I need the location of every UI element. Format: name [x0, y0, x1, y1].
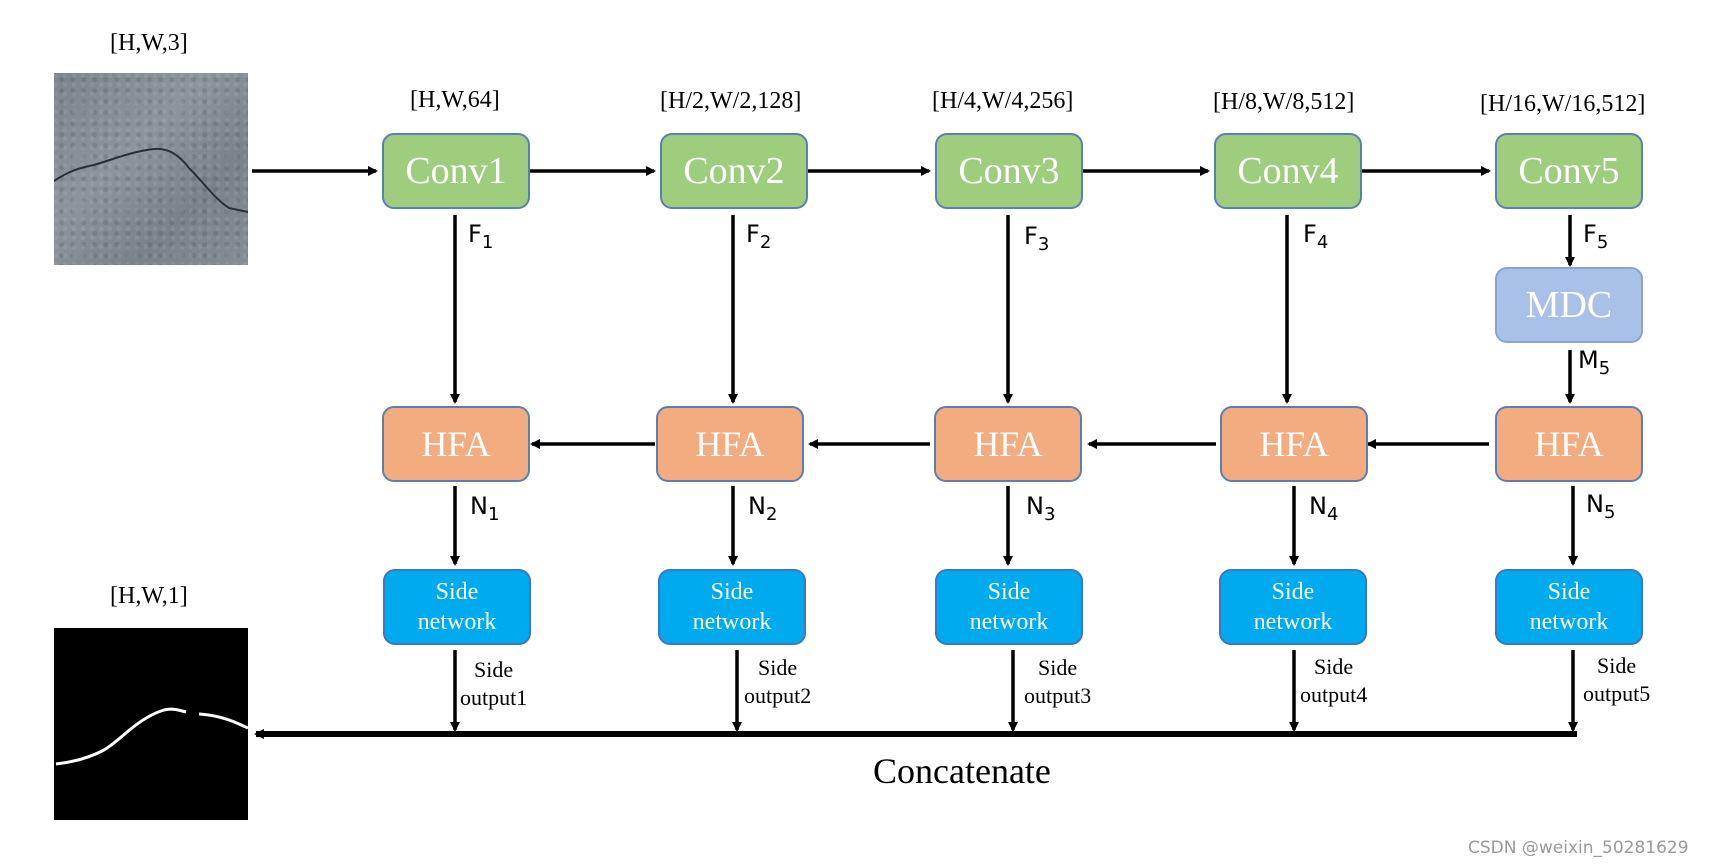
- side-network-1: Side network: [383, 569, 531, 645]
- conv3-block: Conv3: [935, 133, 1083, 209]
- conv5-dims: [H/16,W/16,512]: [1480, 91, 1646, 117]
- n4-label: N4: [1309, 492, 1339, 525]
- f2-label: F2: [746, 220, 772, 253]
- concatenate-label: Concatenate: [873, 751, 1051, 791]
- watermark: CSDN @weixin_50281629: [1468, 838, 1689, 858]
- conv5-block: Conv5: [1495, 133, 1643, 209]
- n2-label: N2: [748, 492, 778, 525]
- output-crack-mask-image: [54, 628, 248, 820]
- input-dims: [H,W,3]: [110, 30, 188, 56]
- side-network-2: Side network: [658, 569, 806, 645]
- hfa2-block: HFA: [656, 406, 804, 482]
- hfa4-block: HFA: [1220, 406, 1368, 482]
- conv2-block: Conv2: [660, 133, 808, 209]
- conv2-dims: [H/2,W/2,128]: [660, 88, 802, 114]
- f5-label: F5: [1583, 220, 1609, 253]
- conv1-block: Conv1: [382, 133, 530, 209]
- hfa3-block: HFA: [934, 406, 1082, 482]
- side-network-1-line2: network: [417, 609, 497, 635]
- side-network-2-line2: network: [692, 609, 772, 635]
- f1-label: F1: [468, 220, 494, 253]
- output-dims: [H,W,1]: [110, 583, 188, 609]
- side-network-2-line1: Side: [710, 579, 754, 605]
- conv1-dims: [H,W,64]: [410, 87, 500, 113]
- hfa5-block: HFA: [1495, 406, 1643, 482]
- crack-line-icon: [54, 147, 248, 213]
- conv4-dims: [H/8,W/8,512]: [1213, 89, 1355, 115]
- f3-label: F3: [1024, 222, 1050, 255]
- mdc-block: MDC: [1495, 267, 1643, 343]
- input-crack-image: [54, 73, 248, 265]
- side-network-5-line1: Side: [1547, 579, 1591, 605]
- side-network-4: Side network: [1219, 569, 1367, 645]
- side-network-5-line2: network: [1529, 609, 1609, 635]
- side-network-3: Side network: [935, 569, 1083, 645]
- side-network-5: Side network: [1495, 569, 1643, 645]
- m5-label: M5: [1578, 346, 1611, 379]
- n3-label: N3: [1026, 492, 1056, 525]
- side-network-3-line2: network: [969, 609, 1049, 635]
- conv4-block: Conv4: [1214, 133, 1362, 209]
- side-network-4-line2: network: [1253, 609, 1333, 635]
- side-network-1-line1: Side: [435, 579, 479, 605]
- n5-label: N5: [1586, 490, 1616, 523]
- f4-label: F4: [1303, 220, 1329, 253]
- side-network-4-line1: Side: [1271, 579, 1315, 605]
- crack-mask-icon: [55, 707, 248, 766]
- n1-label: N1: [470, 492, 500, 525]
- conv3-dims: [H/4,W/4,256]: [932, 88, 1074, 114]
- hfa1-block: HFA: [382, 406, 530, 482]
- side-network-3-line1: Side: [987, 579, 1031, 605]
